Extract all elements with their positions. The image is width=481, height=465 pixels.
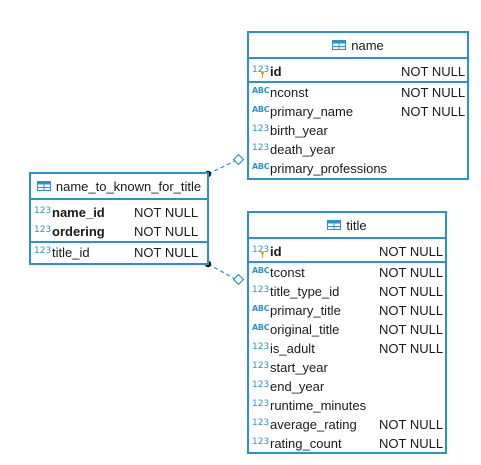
table-icon: [36, 181, 51, 191]
numeric-type-icon: 123: [252, 124, 270, 134]
numeric-type-icon: 123: [34, 246, 52, 256]
numeric-type-icon: 123: [252, 342, 270, 352]
column-name: title_id: [52, 245, 90, 260]
nullability: NOT NULL: [134, 224, 199, 239]
numeric-type-icon: 123: [252, 245, 270, 255]
column-name: start_year: [270, 360, 328, 375]
text-type-icon: ABC: [252, 105, 270, 114]
text-type-icon: ABC: [252, 304, 270, 313]
numeric-type-icon: 123: [252, 285, 270, 295]
numeric-type-icon: 123: [252, 65, 270, 75]
column-name: end_year: [270, 379, 325, 394]
numeric-type-icon: 123: [252, 437, 270, 447]
numeric-type-icon: 123: [252, 380, 270, 390]
table-header: name: [249, 33, 467, 59]
column-name: rating_count: [270, 436, 342, 451]
table-title: title: [346, 217, 367, 233]
column-name: title_type_id: [270, 284, 340, 299]
column-name: primary_professions: [270, 161, 388, 176]
primary-key-icon: [261, 71, 264, 78]
table-title: name: [351, 37, 384, 53]
nullability: NOT NULL: [401, 104, 466, 119]
nullability: NOT NULL: [379, 417, 444, 432]
column-name: id: [270, 244, 282, 259]
table-header: name_to_known_for_title: [31, 174, 207, 200]
column-name: tconst: [270, 265, 305, 280]
nullability: NOT NULL: [401, 85, 466, 100]
numeric-type-icon: 123: [34, 225, 52, 235]
table-icon: [327, 220, 342, 230]
link-name-to-known-for-title-to-title: [204, 260, 245, 286]
nullability: NOT NULL: [134, 245, 199, 260]
table-icon: [332, 40, 347, 50]
column-name: id: [270, 64, 282, 79]
column-name: original_title: [270, 322, 340, 337]
numeric-type-icon: 123: [34, 206, 52, 216]
table-title: name_to_known_for_title: [55, 178, 202, 194]
primary-key-icon: [261, 251, 264, 258]
nullability: NOT NULL: [401, 64, 466, 79]
column-name: primary_name: [270, 104, 354, 119]
column-name: nconst: [270, 85, 309, 100]
text-type-icon: ABC: [252, 266, 270, 275]
nullability: NOT NULL: [379, 244, 444, 259]
nullability: NOT NULL: [379, 265, 444, 280]
column-name: ordering: [52, 224, 105, 239]
column-name: primary_title: [270, 303, 341, 318]
numeric-type-icon: 123: [252, 399, 270, 409]
column-name: death_year: [270, 142, 336, 157]
nullability: NOT NULL: [379, 341, 444, 356]
numeric-type-icon: 123: [252, 143, 270, 153]
text-type-icon: ABC: [252, 162, 270, 171]
numeric-type-icon: 123: [252, 361, 270, 371]
column-name: name_id: [52, 205, 105, 220]
text-type-icon: ABC: [252, 323, 270, 332]
nullability: NOT NULL: [379, 436, 444, 451]
nullability: NOT NULL: [134, 205, 199, 220]
nullability: NOT NULL: [379, 322, 444, 337]
column-name: birth_year: [270, 123, 328, 138]
text-type-icon: ABC: [252, 86, 270, 95]
table-header: title: [249, 213, 445, 239]
nullability: NOT NULL: [379, 303, 444, 318]
pk-end-diamond: [232, 273, 245, 286]
pk-end-diamond: [232, 153, 245, 166]
nullability: NOT NULL: [379, 284, 444, 299]
numeric-type-icon: 123: [252, 418, 270, 428]
link-name-to-known-for-title-to-name: [204, 153, 245, 178]
column-name: average_rating: [270, 417, 357, 432]
column-name: runtime_minutes: [270, 398, 367, 413]
column-name: is_adult: [270, 341, 315, 356]
